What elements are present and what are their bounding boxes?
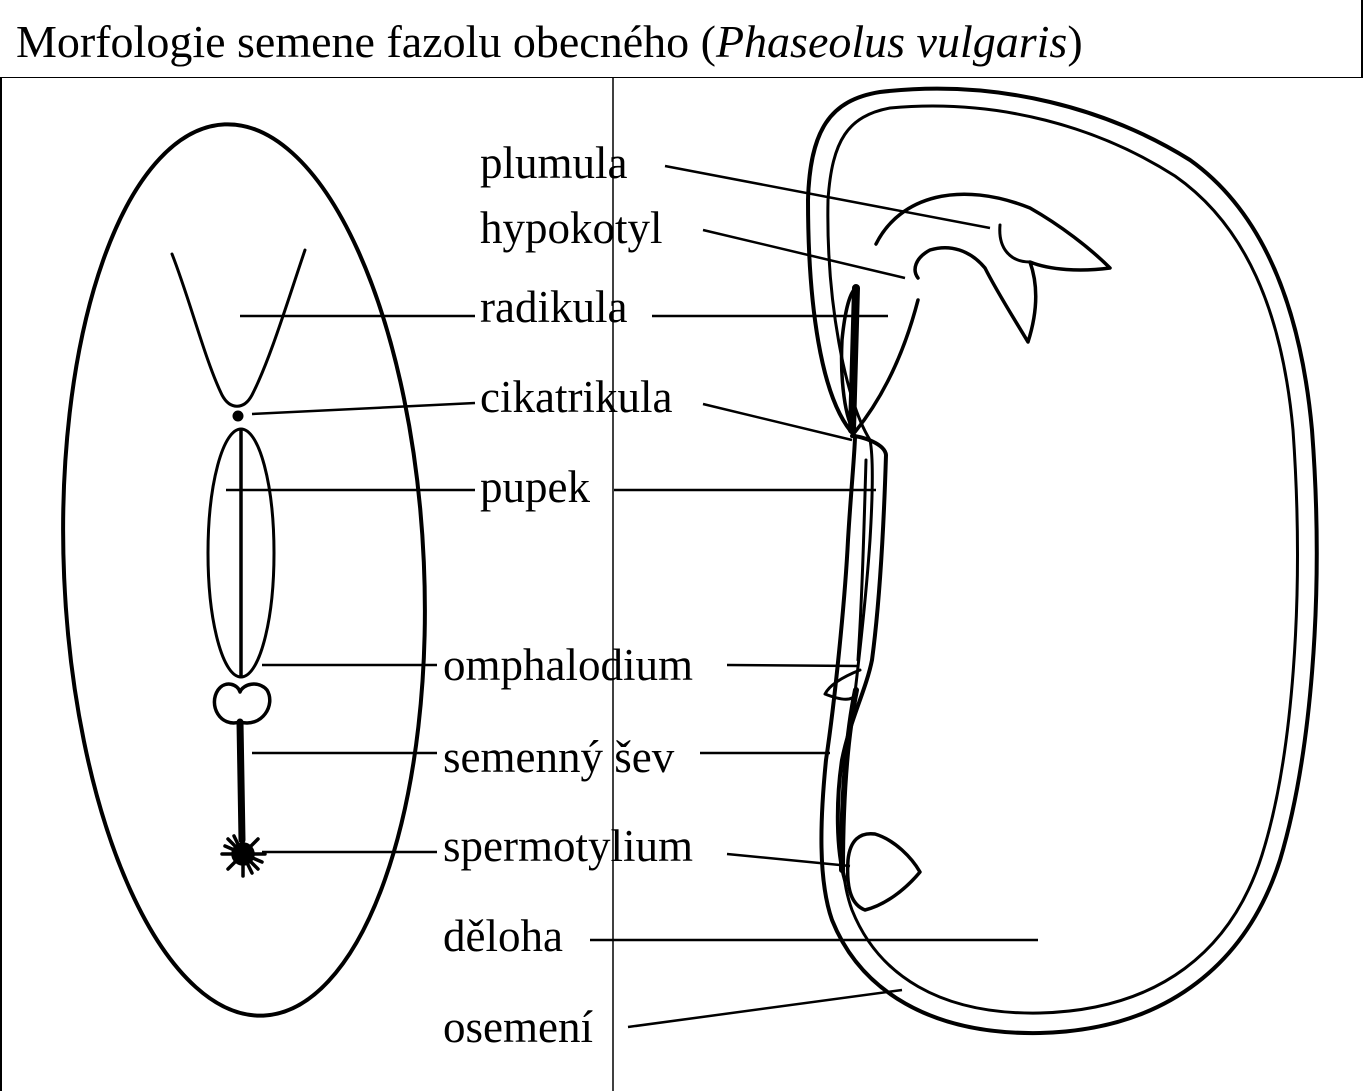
omphalodium-section bbox=[823, 668, 862, 701]
leader-lines bbox=[226, 164, 1038, 1029]
seed-coat-outer bbox=[806, 86, 1319, 1036]
plumula-shape bbox=[874, 192, 1112, 344]
radicle-bulge bbox=[170, 248, 307, 408]
raphe-line bbox=[236, 718, 246, 844]
hilum-section bbox=[835, 434, 888, 882]
leader-hypokotyl bbox=[702, 228, 906, 280]
micropyle-dot bbox=[232, 410, 244, 422]
leader-osemeni bbox=[627, 988, 903, 1029]
page-title: Morfologie semene fazolu obecného (Phase… bbox=[16, 14, 1083, 70]
title-bar: Morfologie semene fazolu obecného (Phase… bbox=[0, 0, 1363, 78]
seed-coat-inner bbox=[826, 104, 1299, 1015]
omphalodium-lobes bbox=[212, 682, 272, 725]
raphe-section bbox=[839, 687, 859, 873]
label-plumula: plumula bbox=[480, 138, 628, 188]
title-prefix: Morfologie semene fazolu obecného ( bbox=[16, 16, 716, 67]
label-radikula: radikula bbox=[480, 282, 627, 332]
title-species: Phaseolus vulgaris bbox=[715, 16, 1068, 67]
leader-cikatrikula-left bbox=[251, 401, 476, 416]
label-semenny-sev: semenný šev bbox=[443, 732, 675, 782]
label-pupek: pupek bbox=[480, 462, 590, 512]
seed-section-view bbox=[806, 86, 1319, 1036]
label-deloha: děloha bbox=[443, 911, 563, 961]
leader-plumula bbox=[664, 164, 991, 230]
seed-outline bbox=[61, 122, 427, 1018]
plumula-leaf-fold bbox=[998, 223, 1032, 264]
title-suffix: ) bbox=[1067, 16, 1083, 67]
spermotylium-section bbox=[845, 831, 922, 912]
spermotylium-star bbox=[220, 832, 267, 878]
labels: plumula hypokotyl radikula cikatrikula p… bbox=[443, 138, 693, 1052]
label-cikatrikula: cikatrikula bbox=[480, 372, 672, 422]
seed-external-view bbox=[61, 122, 427, 1018]
radicle-core bbox=[848, 284, 860, 434]
leader-omphalodium-right bbox=[726, 663, 859, 668]
label-omphalodium: omphalodium bbox=[443, 640, 693, 690]
label-hypokotyl: hypokotyl bbox=[480, 203, 663, 253]
leader-spermotylium-right bbox=[726, 852, 851, 868]
label-osemeni: osemení bbox=[443, 1002, 593, 1052]
hilum-inner-line bbox=[856, 458, 868, 662]
label-spermotylium: spermotylium bbox=[443, 821, 693, 871]
leader-cikatrikula-right bbox=[702, 402, 853, 442]
